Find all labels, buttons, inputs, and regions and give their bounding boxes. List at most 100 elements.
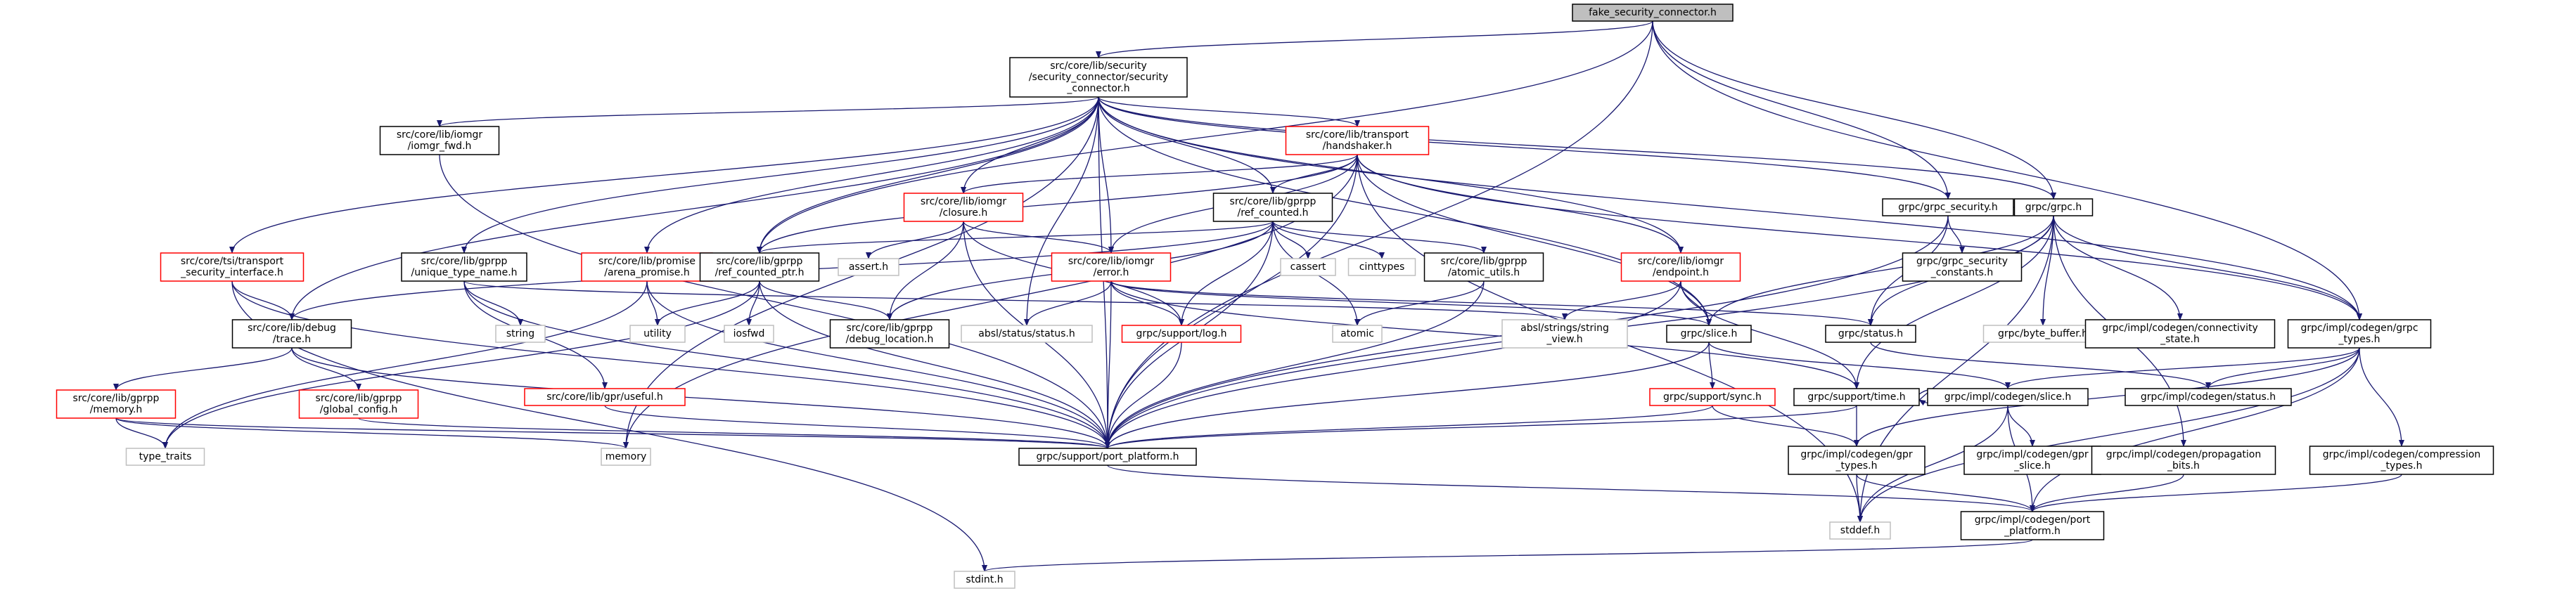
node-label: src/core/lib/gpr/useful.h (546, 391, 663, 403)
node-connectivity-state[interactable]: grpc/impl/codegen/connectivity_state.h (2084, 319, 2276, 349)
node-type-traits[interactable]: type_traits (125, 448, 205, 466)
node-sync[interactable]: grpc/support/sync.h (1649, 388, 1776, 406)
include-edge (1098, 96, 1360, 127)
node-stdint[interactable]: stdint.h (954, 571, 1015, 589)
node-ref-counted-ptr[interactable]: src/core/lib/gprpp/ref_counted_ptr.h (699, 252, 820, 282)
include-edge (1098, 96, 2056, 200)
node-label: /arena_promise.h (604, 267, 689, 278)
node-label: src/core/lib/security (1050, 60, 1146, 72)
node-cinttypes[interactable]: cinttypes (1347, 258, 1416, 276)
node-label: /global_config.h (320, 404, 398, 415)
include-edge (2053, 215, 2183, 320)
node-box (954, 571, 1015, 589)
node-memory-h[interactable]: src/core/lib/gprpp/memory.h (56, 389, 177, 419)
node-box (2013, 198, 2094, 216)
include-edge (115, 417, 168, 449)
node-box (160, 252, 305, 282)
node-iosfwd[interactable]: iosfwd (724, 325, 774, 343)
node-label: src/core/lib/gprpp (73, 393, 160, 404)
node-atomic-utils[interactable]: src/core/lib/gprpp/atomic_utils.h (1423, 252, 1544, 282)
node-iomgr-fwd[interactable]: src/core/lib/iomgr/iomgr_fwd.h (379, 126, 500, 155)
node-propagation-bits[interactable]: grpc/impl/codegen/propagation_bits.h (2091, 446, 2276, 475)
node-useful[interactable]: src/core/lib/gpr/useful.h (524, 388, 686, 406)
node-string[interactable]: string (495, 325, 546, 343)
include-edge (1712, 405, 1859, 447)
node-label: src/core/lib/gprpp (316, 393, 402, 404)
node-port-platform[interactable]: grpc/support/port_platform.h (1018, 448, 1197, 466)
node-compression-types[interactable]: grpc/impl/codegen/compression_types.h (2309, 446, 2494, 475)
include-edge (1706, 215, 2054, 326)
node-support-log[interactable]: grpc/support/log.h (1121, 325, 1242, 343)
node-grpc-security[interactable]: grpc/grpc_security.h (1882, 198, 2014, 216)
include-edge (1024, 280, 1112, 326)
node-cassert[interactable]: cassert (1280, 258, 1336, 276)
node-label: src/core/lib/gprpp (1230, 196, 1316, 207)
node-gpr-slice[interactable]: grpc/impl/codegen/gpr_slice.h (1963, 446, 2101, 475)
node-label: grpc/support/log.h (1136, 328, 1226, 339)
node-debug-trace[interactable]: src/core/lib/debug/trace.h (231, 319, 352, 349)
node-atomic[interactable]: atomic (1332, 325, 1383, 343)
node-grpc-types[interactable]: grpc/impl/codegen/grpc_types.h (2287, 319, 2432, 349)
node-status[interactable]: grpc/status.h (1825, 325, 1916, 343)
node-codegen-port-platform[interactable]: grpc/impl/codegen/port_platform.h (1960, 511, 2105, 540)
node-label: /handshaker.h (1323, 141, 1392, 152)
node-closure[interactable]: src/core/lib/iomgr/closure.h (903, 193, 1024, 222)
node-absl-status[interactable]: absl/status/status.h (961, 325, 1093, 343)
node-box (1825, 325, 1916, 343)
node-absl-string-view[interactable]: absl/strings/string_view.h (1501, 319, 1628, 349)
include-edge (358, 417, 1110, 449)
node-error[interactable]: src/core/lib/iomgr/error.h (1051, 252, 1172, 282)
node-tsi[interactable]: src/core/tsi/transport_security_interfac… (160, 252, 305, 282)
node-sc[interactable]: src/core/lib/security/security_connector… (1009, 57, 1188, 98)
node-label: src/core/lib/gprpp (717, 256, 803, 267)
node-label: cinttypes (1359, 261, 1405, 273)
node-box (1572, 4, 1734, 22)
node-endpoint[interactable]: src/core/lib/iomgr/endpoint.h (1620, 252, 1741, 282)
node-label: memory (605, 451, 647, 462)
node-label: _types.h (2380, 460, 2423, 472)
include-edge (1105, 20, 1653, 449)
node-box (1666, 325, 1752, 343)
node-stddef[interactable]: stddef.h (1829, 521, 1891, 540)
node-codegen-status[interactable]: grpc/impl/codegen/status.h (2125, 388, 2292, 406)
include-edge (1652, 20, 2056, 200)
include-edge (1105, 280, 1112, 449)
node-support-time[interactable]: grpc/support/time.h (1793, 388, 1920, 406)
node-box (125, 448, 205, 466)
node-assert[interactable]: assert.h (838, 258, 899, 276)
node-handshaker[interactable]: src/core/lib/transport/handshaker.h (1285, 126, 1430, 155)
node-label: /atomic_utils.h (1448, 267, 1520, 278)
node-utility[interactable]: utility (629, 325, 686, 343)
include-edge (1357, 154, 1712, 326)
include-edge (655, 280, 760, 326)
include-edge (1652, 20, 1951, 200)
node-ref-counted[interactable]: src/core/lib/gprpp/ref_counted.h (1212, 193, 1333, 222)
include-edge (289, 96, 1099, 320)
node-codegen-slice[interactable]: grpc/impl/codegen/slice.h (1927, 388, 2089, 406)
node-gpr-types[interactable]: grpc/impl/codegen/gpr_types.h (1788, 446, 1925, 475)
node-grpc-h[interactable]: grpc/grpc.h (2013, 198, 2094, 216)
node-label: /error.h (1094, 267, 1129, 278)
node-label: utility (643, 328, 672, 339)
node-global-config[interactable]: src/core/lib/gprpp/global_config.h (298, 389, 419, 419)
node-slice[interactable]: grpc/slice.h (1666, 325, 1752, 343)
node-arena-promise[interactable]: src/core/lib/promise/arena_promise.h (581, 252, 713, 282)
include-edge (1105, 342, 1182, 449)
node-fake[interactable]: fake_security_connector.h (1572, 4, 1734, 22)
include-edge (644, 96, 1099, 254)
include-edge (1105, 154, 1358, 449)
node-debug-location[interactable]: src/core/lib/gprpp/debug_location.h (829, 319, 950, 349)
include-edge (1110, 280, 1184, 326)
node-label: src/core/tsi/transport (181, 256, 284, 267)
include-edge (1105, 405, 1857, 449)
node-memory[interactable]: memory (601, 448, 651, 466)
include-edge (646, 280, 1110, 449)
include-edge (646, 280, 660, 326)
node-unique-type[interactable]: src/core/lib/gprpp/unique_type_name.h (401, 252, 527, 282)
node-byte-buffer[interactable]: grpc/byte_buffer.h (1982, 325, 2103, 343)
node-box (724, 325, 774, 343)
node-box (1121, 325, 1242, 343)
node-grpc-security-constants[interactable]: grpc/grpc_security_constants.h (1902, 252, 2023, 282)
node-label: src/core/lib/iomgr (1068, 256, 1155, 267)
include-edge (757, 20, 1653, 254)
